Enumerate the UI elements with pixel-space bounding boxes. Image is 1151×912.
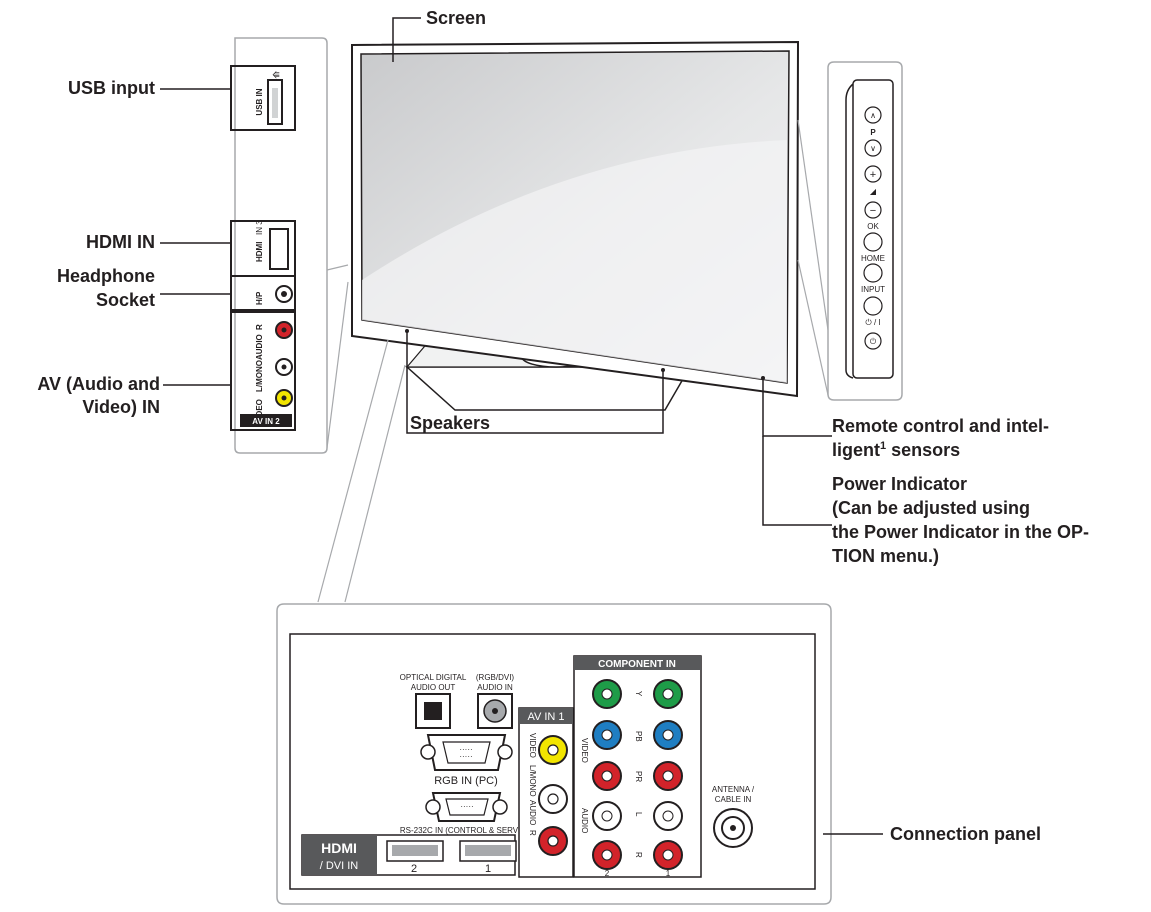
comp-video-label: VIDEO	[580, 738, 589, 763]
comp-col-2: 2	[605, 869, 610, 878]
p-label: P	[870, 128, 876, 137]
dvi-in-label: / DVI IN	[320, 860, 359, 872]
connection-panel-callout: Connection panel	[890, 824, 1041, 844]
av1-r-label: R	[528, 830, 537, 836]
power-icon: ⏻	[870, 337, 877, 346]
av1-video-label: VIDEO	[528, 733, 537, 758]
av1-lmono-label: L/MONO	[528, 765, 537, 797]
comp-audio-label: AUDIO	[580, 808, 589, 833]
hp-label: H/P	[255, 291, 264, 305]
svg-text:·····: ·····	[460, 802, 473, 811]
hdmi-in-callout: HDMI IN	[86, 232, 155, 252]
svg-text:·····: ·····	[459, 752, 472, 761]
rgb-in-label: RGB IN (PC)	[434, 775, 498, 787]
component-in-label: COMPONENT IN	[598, 659, 676, 670]
remote-callout-1: Remote control and intel-	[832, 416, 1049, 436]
side-panel: USB IN ⭅ HDMI IN 3 H/P AUDIO R L/MONO VI…	[230, 37, 349, 454]
optical-label-1: OPTICAL DIGITAL	[400, 673, 467, 682]
comp-y-label: Y	[634, 691, 643, 697]
svg-text:−: −	[870, 205, 876, 217]
svg-text:∧: ∧	[870, 111, 876, 120]
av-in1-label: AV IN 1	[527, 711, 564, 723]
remote-callout-sup: 1	[880, 440, 886, 452]
usb-in-label: USB IN	[255, 88, 264, 115]
remote-callout-2: ligent	[832, 440, 880, 460]
hdmi-1-label: 1	[485, 863, 491, 875]
control-panel: ∧ P ∨ + ◢ − OK HOME INPUT ⏻ / I ⏻	[797, 61, 903, 401]
rgbdvi-label-1: (RGB/DVI)	[476, 673, 515, 682]
usb-input-callout: USB input	[68, 78, 155, 98]
power-callout-2: (Can be adjusted using	[832, 498, 1030, 518]
remote-callout-line2: ligent1 sensors	[832, 440, 960, 460]
component-connectors	[592, 679, 683, 870]
svg-text:∨: ∨	[870, 144, 876, 153]
rgbdvi-label-2: AUDIO IN	[477, 683, 513, 692]
side-lmono-label: L/MONO	[255, 360, 264, 392]
side-video-label: VIDEO	[255, 399, 264, 424]
headphone-callout-2: Socket	[96, 290, 155, 310]
headphone-callout-1: Headphone	[57, 266, 155, 286]
connection-panel: OPTICAL DIGITAL AUDIO OUT (RGB/DVI) AUDI…	[276, 603, 832, 905]
back-hdmi-label: HDMI	[321, 840, 357, 856]
side-audio-label: AUDIO	[255, 334, 264, 360]
rs232-label: RS-232C IN (CONTROL & SERVICE)	[400, 826, 535, 835]
side-hdmi-label: HDMI	[255, 242, 264, 262]
comp-pb-label: PB	[634, 731, 643, 742]
antenna-label-1: ANTENNA /	[712, 785, 755, 794]
comp-l-label: L	[634, 812, 643, 817]
av-in2-label: AV IN 2	[252, 417, 280, 426]
left-callouts: USB input HDMI IN Headphone Socket AV (A…	[37, 78, 231, 417]
power-label: ⏻ / I	[865, 318, 880, 327]
av1-connectors	[538, 735, 568, 856]
av-in-callout-2: Video) IN	[82, 397, 160, 417]
ok-label: OK	[867, 222, 879, 231]
av1-audio-label: AUDIO	[528, 800, 537, 825]
power-callout-4: TION menu.)	[832, 546, 939, 566]
side-r-label: R	[255, 324, 264, 330]
remote-callout-3: sensors	[886, 440, 960, 460]
tv	[351, 40, 800, 411]
power-callout-3: the Power Indicator in the OP-	[832, 522, 1089, 542]
av-in-callout-1: AV (Audio and	[37, 374, 160, 394]
screen-callout: Screen	[426, 8, 486, 28]
power-callout-1: Power Indicator	[832, 474, 967, 494]
comp-col-1: 1	[666, 869, 671, 878]
home-label: HOME	[861, 254, 885, 263]
side-in3-label: IN 3	[255, 220, 264, 235]
optical-label-2: AUDIO OUT	[411, 683, 456, 692]
volume-icon: ◢	[870, 187, 877, 196]
hdmi-2-label: 2	[411, 863, 417, 875]
svg-text:·····: ·····	[459, 745, 472, 754]
input-label: INPUT	[861, 285, 885, 294]
antenna-label-2: CABLE IN	[715, 795, 752, 804]
comp-r-label: R	[634, 852, 643, 858]
speakers-callout: Speakers	[410, 413, 490, 433]
usb-icon: ⭅	[272, 71, 279, 80]
comp-pr-label: PR	[634, 771, 643, 782]
svg-text:+: +	[870, 169, 876, 181]
